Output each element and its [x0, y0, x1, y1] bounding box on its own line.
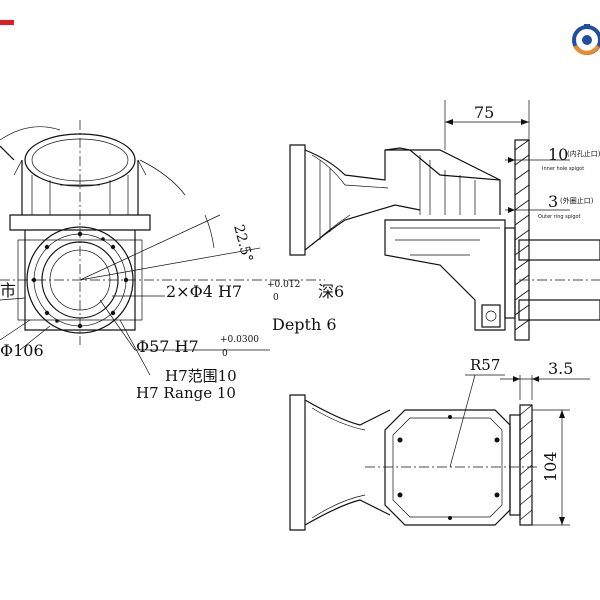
top-view — [289, 374, 590, 531]
dim-top: 75 — [474, 103, 494, 122]
bore-tol-lower: 0 — [222, 349, 228, 359]
hole-label: 2×Φ4 H7 — [166, 282, 242, 301]
dim-outer-note-en: Outer ring spigot — [538, 214, 581, 220]
pcd-label: Φ106 — [0, 341, 44, 360]
bore-tol-upper: +0.0300 — [220, 335, 259, 345]
angle-label: 22.5° — [230, 223, 255, 264]
front-view — [0, 120, 325, 376]
dim-inner: 10 — [548, 145, 568, 164]
hole-tol-lower: 0 — [273, 293, 279, 303]
red-corner-mark — [0, 20, 14, 25]
range-cn: H7范围10 — [165, 367, 237, 385]
cut-text: 市 — [0, 281, 16, 300]
dim-thickness: 3.5 — [548, 359, 573, 378]
range-en: H7 Range 10 — [136, 384, 236, 402]
dim-height: 104 — [541, 451, 560, 482]
gear-logo-icon — [572, 24, 600, 55]
dim-outer: 3 — [548, 192, 558, 211]
hole-tol-upper: +0.012 — [267, 280, 300, 290]
bore-label: Φ57 H7 — [136, 337, 199, 356]
dim-inner-note-en: Inner hole spigot — [542, 166, 584, 172]
side-view — [289, 100, 600, 341]
dim-inner-note: (内孔止口) — [567, 149, 600, 158]
dim-outer-note: (外圈止口) — [560, 196, 594, 205]
radius-label: R57 — [470, 356, 500, 374]
hole-depth-cn: 深6 — [318, 282, 344, 301]
hole-depth-en: Depth 6 — [272, 315, 337, 334]
